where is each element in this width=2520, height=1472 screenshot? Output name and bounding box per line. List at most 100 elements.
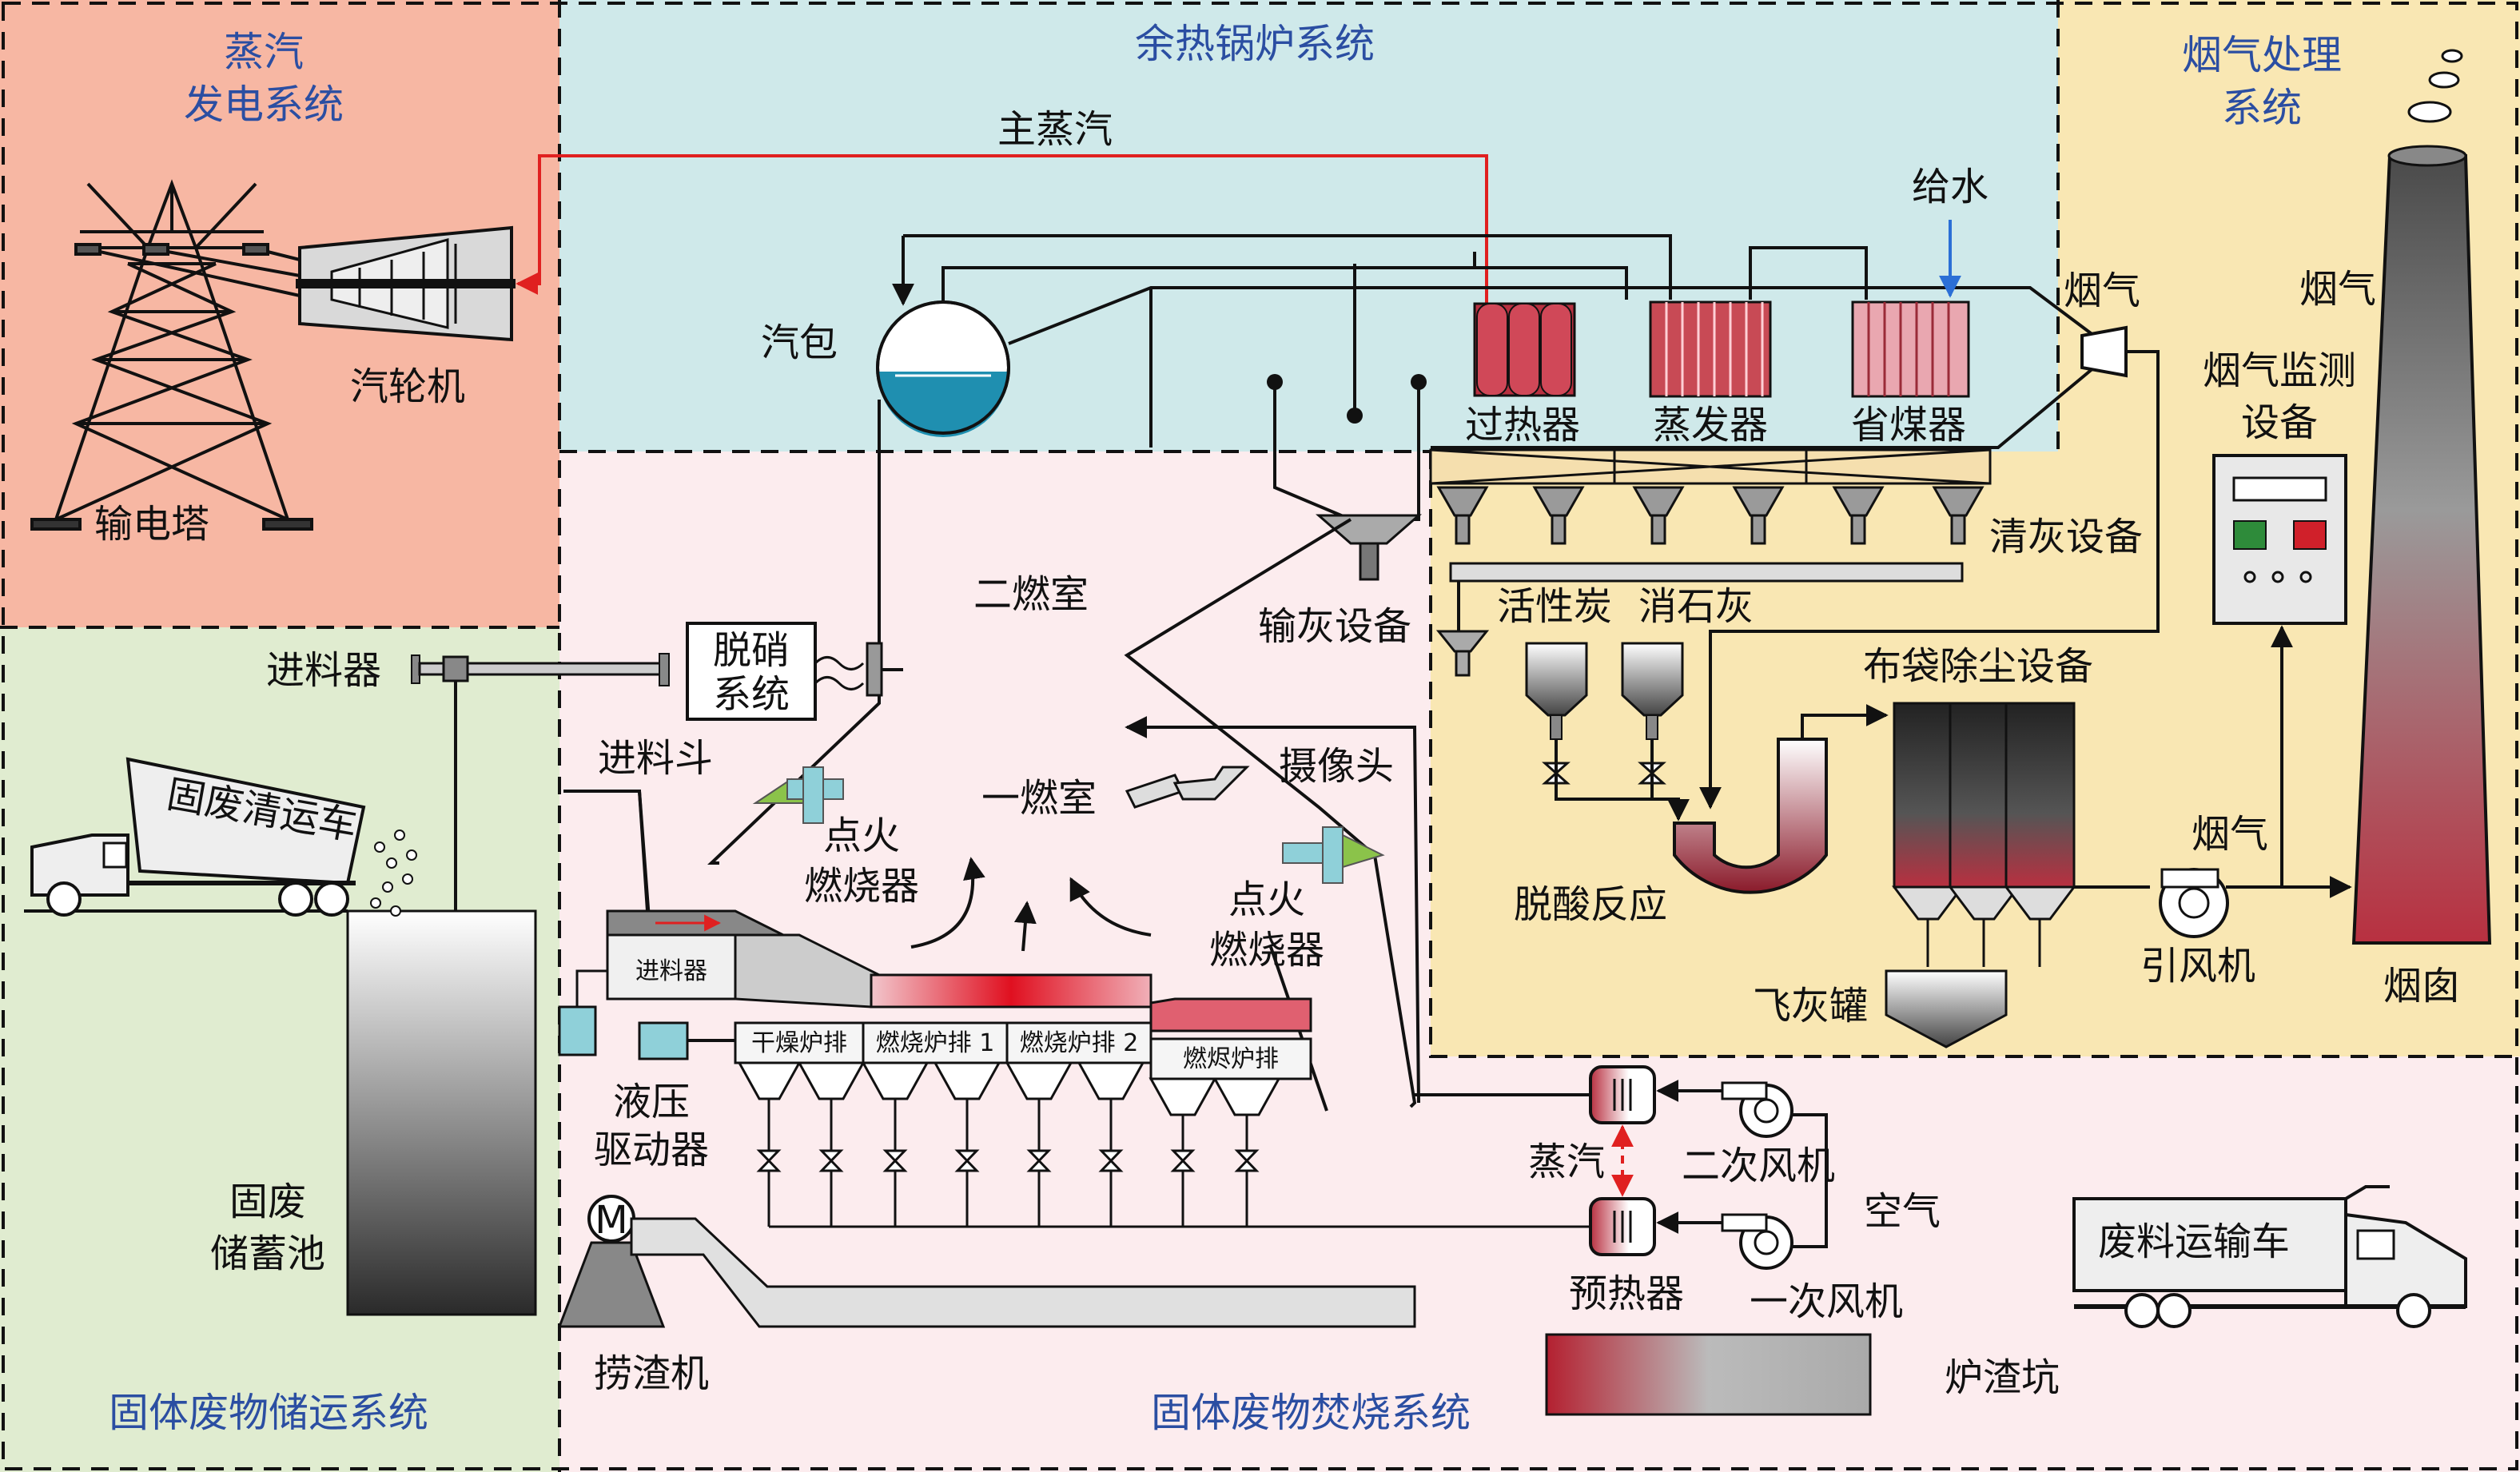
label-secondary-fan: 二次风机 bbox=[1682, 1144, 1835, 1188]
ash-cleaning-equipment bbox=[1429, 448, 1992, 545]
lime-hopper bbox=[1621, 642, 1684, 740]
fly-ash-tank bbox=[1885, 969, 2008, 1048]
label-secondary-chamber: 二燃室 bbox=[973, 572, 1089, 617]
steam-turbine bbox=[296, 225, 516, 342]
superheater bbox=[1473, 302, 1576, 397]
label-ignition-right-line2: 燃烧器 bbox=[1209, 928, 1324, 973]
label-steam-drum: 汽包 bbox=[761, 320, 838, 365]
ignition-burner-left bbox=[752, 766, 844, 824]
label-storage-pit-line2: 储蓄池 bbox=[210, 1231, 325, 1276]
label-feeder-bottom: 进料器 bbox=[635, 957, 707, 985]
label-camera: 摄像头 bbox=[1279, 744, 1394, 789]
label-drying-grate: 干燥炉排 bbox=[751, 1029, 847, 1057]
hydraulic-drive bbox=[558, 969, 735, 1060]
grate-boxes bbox=[734, 1021, 1312, 1080]
label-burnout-grate: 燃烬炉排 bbox=[1183, 1045, 1279, 1073]
camera bbox=[1125, 766, 1250, 809]
label-burning-grate-2: 燃烧炉排 2 bbox=[1020, 1029, 1139, 1057]
flue-gas-outlet bbox=[2080, 325, 2128, 378]
label-flue-gas-stack: 烟气 bbox=[2299, 267, 2376, 312]
primary-fan bbox=[1721, 1213, 1793, 1270]
label-primary-fan: 一次风机 bbox=[1750, 1279, 1903, 1324]
induced-draft-fan bbox=[2159, 868, 2229, 938]
boiler-node-3 bbox=[1411, 374, 1427, 390]
label-ash-cleaning: 清灰设备 bbox=[1989, 515, 2143, 559]
label-lime: 消石灰 bbox=[1638, 584, 1754, 629]
label-primary-chamber: 一燃室 bbox=[981, 776, 1097, 821]
label-steam-turbine: 汽轮机 bbox=[350, 364, 465, 409]
label-induced-draft-fan: 引风机 bbox=[2140, 944, 2255, 989]
label-slag-pit: 炉渣坑 bbox=[1945, 1355, 2060, 1400]
label-feed-hopper: 进料斗 bbox=[598, 736, 713, 781]
ignition-burner-right bbox=[1282, 826, 1385, 884]
zone-title-incineration: 固体废物焚烧系统 bbox=[1151, 1390, 1471, 1436]
zone-title-flue-gas-line1: 烟气处理 bbox=[2182, 32, 2342, 78]
zone-title-storage: 固体废物储运系统 bbox=[109, 1390, 428, 1436]
feeder-top bbox=[411, 653, 670, 991]
label-hydraulic-drive-line1: 液压 bbox=[613, 1080, 690, 1124]
label-monitoring-line2: 设备 bbox=[2241, 400, 2318, 445]
label-hydraulic-drive-line2: 驱动器 bbox=[594, 1128, 709, 1172]
reactor-to-filter bbox=[1801, 704, 1889, 739]
label-denitration-line1: 脱硝 bbox=[713, 628, 790, 673]
label-burning-grate-1: 燃烧炉排 1 bbox=[876, 1029, 995, 1057]
storage-pit bbox=[346, 909, 537, 1316]
label-activated-carbon: 活性炭 bbox=[1497, 584, 1612, 629]
boiler-node-2 bbox=[1347, 408, 1363, 424]
zone-title-steam-power-line2: 发电系统 bbox=[184, 82, 344, 128]
grate-air-hoppers bbox=[737, 1061, 1281, 1116]
label-motor: M bbox=[595, 1198, 627, 1243]
label-monitoring-line1: 烟气监测 bbox=[2203, 348, 2356, 393]
main-steam-line bbox=[516, 154, 1488, 312]
boiler-node-1 bbox=[1267, 374, 1283, 390]
label-chimney: 烟囱 bbox=[2383, 964, 2460, 1009]
label-evaporator: 蒸发器 bbox=[1653, 403, 1768, 448]
secondary-air-line-top bbox=[1125, 716, 1420, 1104]
label-waste-transport-truck: 废料运输车 bbox=[2098, 1219, 2290, 1264]
slag-remover bbox=[557, 1195, 1416, 1328]
label-main-steam: 主蒸汽 bbox=[997, 107, 1113, 152]
zone-title-flue-gas-line2: 系统 bbox=[2222, 85, 2302, 131]
label-steam-bottom: 蒸汽 bbox=[1528, 1140, 1605, 1184]
label-bag-filter: 布袋除尘设备 bbox=[1863, 644, 2093, 689]
zone-title-boiler: 余热锅炉系统 bbox=[1135, 21, 1375, 67]
deacidification-reactor bbox=[1673, 738, 1828, 894]
denitration-nozzle bbox=[814, 642, 903, 697]
label-feed-water: 给水 bbox=[1912, 165, 1989, 209]
label-flue-gas-fan: 烟气 bbox=[2192, 812, 2268, 857]
ash-conveyor-hopper bbox=[1435, 630, 1490, 677]
transmission-tower bbox=[30, 179, 313, 531]
steam-drum bbox=[876, 300, 1010, 437]
slag-pit bbox=[1545, 1333, 1872, 1416]
burnout-grate-top bbox=[1149, 997, 1312, 1032]
label-denitration-line2: 系统 bbox=[713, 672, 790, 717]
label-ignition-right-line1: 点火 bbox=[1228, 877, 1305, 922]
label-ash-conveying: 输灰设备 bbox=[1258, 604, 1411, 649]
label-preheater: 预热器 bbox=[1569, 1271, 1684, 1316]
label-feeder-top: 进料器 bbox=[266, 648, 381, 693]
label-storage-pit-line1: 固废 bbox=[229, 1180, 306, 1224]
zone-title-steam-power-line1: 蒸汽 bbox=[224, 29, 304, 75]
label-ignition-left-line2: 燃烧器 bbox=[804, 864, 919, 909]
waste-transport-truck bbox=[2072, 1185, 2467, 1328]
label-slag-remover: 捞渣机 bbox=[594, 1351, 709, 1396]
label-air: 空气 bbox=[1864, 1189, 1941, 1234]
flue-gas-monitoring-device bbox=[2212, 454, 2347, 625]
label-fly-ash-tank: 飞灰罐 bbox=[1753, 984, 1868, 1028]
grate-air-valves bbox=[756, 1149, 1260, 1172]
reagent-feed-line bbox=[1555, 739, 1690, 822]
waste-truck bbox=[30, 757, 417, 917]
evaporator bbox=[1649, 300, 1772, 398]
label-deacidification: 脱酸反应 bbox=[1514, 882, 1667, 927]
steam-heat-exchanger bbox=[1589, 1065, 1656, 1124]
boiler-duct bbox=[878, 234, 2096, 687]
activated-carbon-hopper bbox=[1525, 642, 1588, 740]
flame-arrows bbox=[910, 857, 1152, 952]
economizer bbox=[1851, 300, 1970, 398]
label-economizer: 省煤器 bbox=[1851, 403, 1966, 448]
secondary-fan bbox=[1721, 1081, 1793, 1138]
label-flue-gas-top: 烟气 bbox=[2064, 269, 2140, 313]
feeder-bottom bbox=[606, 909, 784, 1001]
